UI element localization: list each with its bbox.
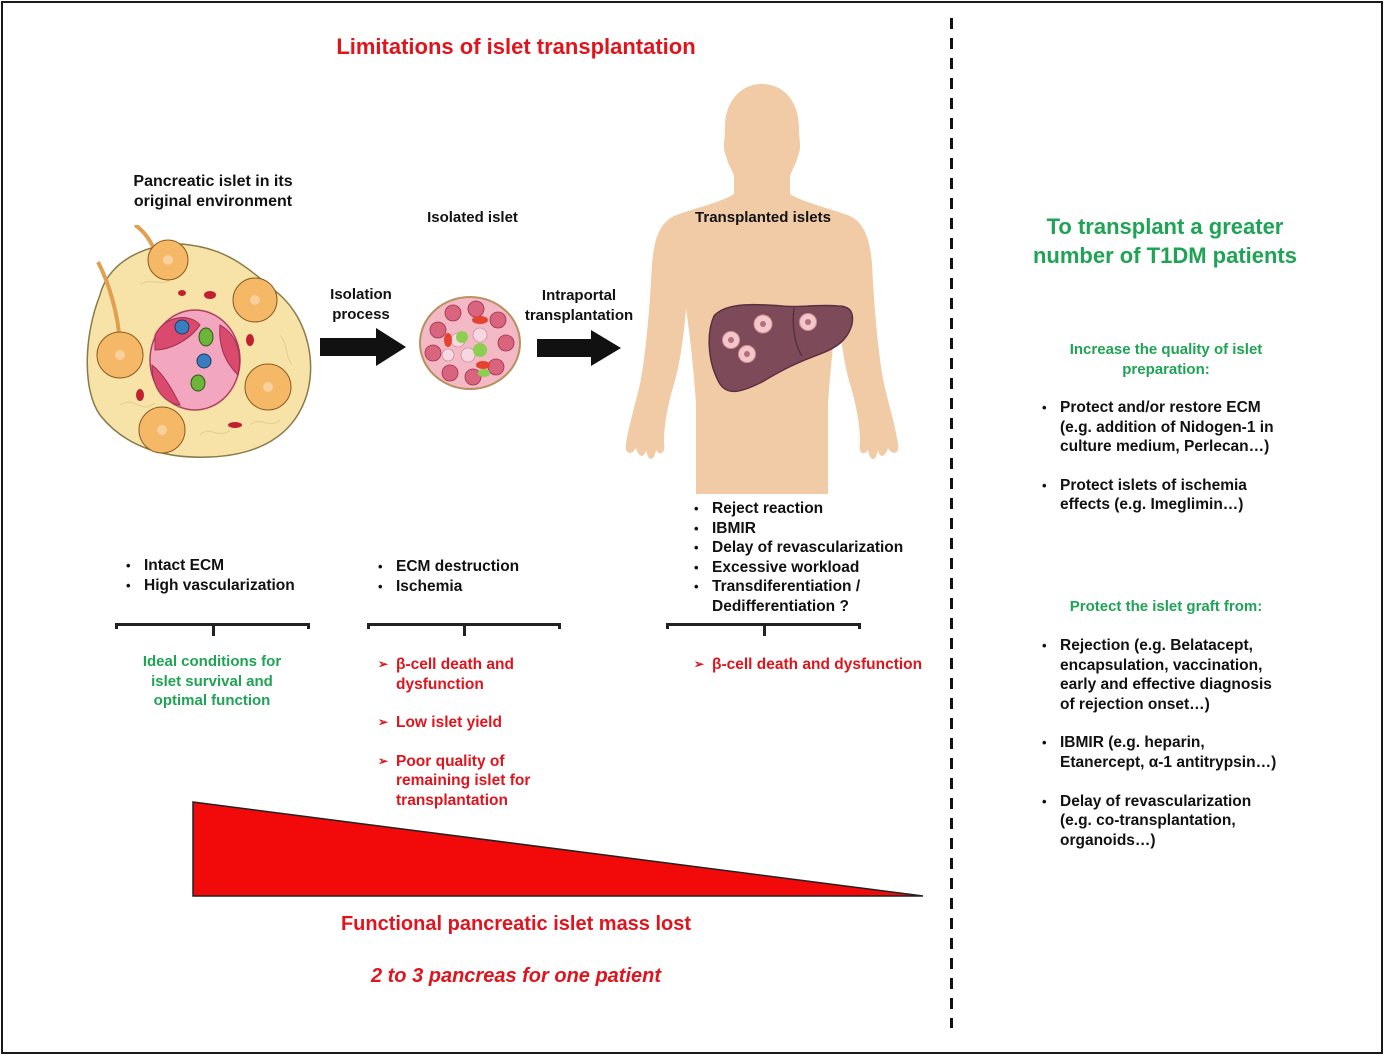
outcome-line: islet survival and [151,672,273,690]
item-line: encapsulation, vaccination, [1060,656,1263,674]
heading-line: preparation: [1122,360,1210,378]
human-silhouette [625,84,899,494]
item-line: of rejection onset…) [1060,695,1210,713]
stage-1-label-line: Pancreatic islet in its [133,173,293,190]
transplantation-arrow-icon [537,330,621,366]
outcome-line: Ideal conditions for [142,653,282,670]
outcome-line: optimal function [153,692,271,710]
outcome-line: remaining islet for [396,772,531,790]
stage-1-outcome: Ideal conditions for islet survival and … [112,652,312,711]
outcome-line: β-cell death and [396,656,514,673]
isolated-islet-illustration [419,296,521,390]
arrow-label-line: Isolation [330,286,392,303]
stage-2-label: Isolated islet [427,209,518,226]
item-line: (e.g. co-transplantation, [1060,812,1236,830]
condition-item: Excessive workload [692,558,942,578]
item-line: organoids…) [1060,831,1156,849]
stage-3-conditions: Reject reaction IBMIR Delay of revascula… [692,499,942,617]
item-line: culture medium, Perlecan…) [1060,438,1270,456]
human-body-illustration [625,84,899,494]
strategy-item: Delay of revascularization (e.g. co-tran… [1040,792,1330,851]
outcome-line: transplantation [396,791,508,809]
outcome-item: Low islet yield [378,713,578,733]
item-line: effects (e.g. Imeglimin…) [1060,496,1244,514]
condition-item: Intact ECM [124,556,344,576]
arrow-label-line: Intraportal [541,287,617,304]
arrow-1-label: Isolation process [318,285,404,324]
arrow-label-line: process [332,305,390,323]
condition-line: Dedifferentiation ? [712,597,849,615]
blood-vessel [136,290,254,428]
outcome-item: β-cell death and dysfunction [694,655,944,675]
delta-cell [190,327,214,392]
strategy-item: IBMIR (e.g. heparin, Etanercept, α-1 ant… [1040,733,1330,772]
section-heading-protect: Protect the islet graft from: [1040,597,1292,617]
item-line: Rejection (e.g. Belatacept, [1060,637,1253,654]
outcome-line: Low islet yield [396,714,502,732]
arrow-2-label: Intraportal transplantation [515,286,643,325]
stage-2-outcomes: β-cell death and dysfunction Low islet y… [378,655,578,830]
title-line: To transplant a greater [1046,214,1284,239]
green-cells [456,331,490,377]
condition-item: Reject reaction [692,499,942,519]
acinus [96,239,292,454]
alpha-cell [174,319,212,369]
stage-1-label: Pancreatic islet in its original environ… [98,172,328,212]
pancreas-count-label: 2 to 3 pancreas for one patient [370,965,662,987]
liver-icon [708,303,854,393]
item-line: Protect and/or restore ECM [1060,399,1261,416]
section-heading-quality: Increase the quality of islet preparatio… [1040,340,1292,379]
condition-item: IBMIR [692,519,942,539]
red-blood-cells [444,316,490,369]
strategy-item: Rejection (e.g. Belatacept, encapsulatio… [1040,636,1330,714]
main-title: Limitations of islet transplantation [336,34,696,59]
stage-1-brace [115,623,310,643]
stage-3-brace [666,623,861,643]
condition-line: Transdiferentiation / [712,578,861,596]
islet-cells [424,300,515,386]
strategy-item: Protect islets of ischemia effects (e.g.… [1040,476,1330,515]
section-divider [950,18,953,1028]
heading-line: Protect the islet graft from: [1069,598,1263,615]
stage-1-label-line: original environment [133,193,293,210]
condition-item: Ischemia [376,577,576,597]
condition-item: Transdiferentiation / Dedifferentiation … [692,577,942,616]
section-items-quality: Protect and/or restore ECM (e.g. additio… [1040,398,1330,534]
title-line: number of T1DM patients [1032,243,1297,268]
item-line: (e.g. addition of Nidogen-1 in [1060,418,1274,436]
outcome-item: β-cell death and dysfunction [378,655,578,694]
item-line: Etanercept, α-1 antitrypsin…) [1060,753,1277,771]
stage-2-conditions: ECM destruction Ischemia [376,557,576,596]
isolation-arrow-icon [320,328,406,366]
arrow-label-line: transplantation [524,306,634,324]
section-items-protect: Rejection (e.g. Belatacept, encapsulatio… [1040,636,1330,869]
mass-lost-label: Functional pancreatic islet mass lost [340,913,692,935]
outcome-item: Poor quality of remaining islet for tran… [378,752,578,811]
stage-3-label: Transplanted islets [695,209,831,226]
stage-3-outcomes: β-cell death and dysfunction [694,655,944,694]
item-line: IBMIR (e.g. heparin, [1060,734,1205,752]
stage-2-brace [367,623,561,643]
right-panel-title: To transplant a greater number of T1DM p… [990,212,1340,270]
item-line: Delay of revascularization [1060,792,1252,810]
condition-item: Delay of revascularization [692,538,942,558]
stage-1-conditions: Intact ECM High vascularization [124,556,344,595]
heading-line: Increase the quality of islet [1069,341,1263,358]
strategy-item: Protect and/or restore ECM (e.g. additio… [1040,398,1330,457]
islet-mass-loss-wedge [192,801,924,897]
item-line: early and effective diagnosis [1060,676,1272,694]
pancreatic-islet-illustration [86,225,312,458]
condition-item: High vascularization [124,576,344,596]
outcome-line: dysfunction [396,675,484,693]
condition-item: ECM destruction [376,557,576,577]
outcome-line: Poor quality of [396,752,505,770]
item-line: Protect islets of ischemia [1060,476,1247,494]
